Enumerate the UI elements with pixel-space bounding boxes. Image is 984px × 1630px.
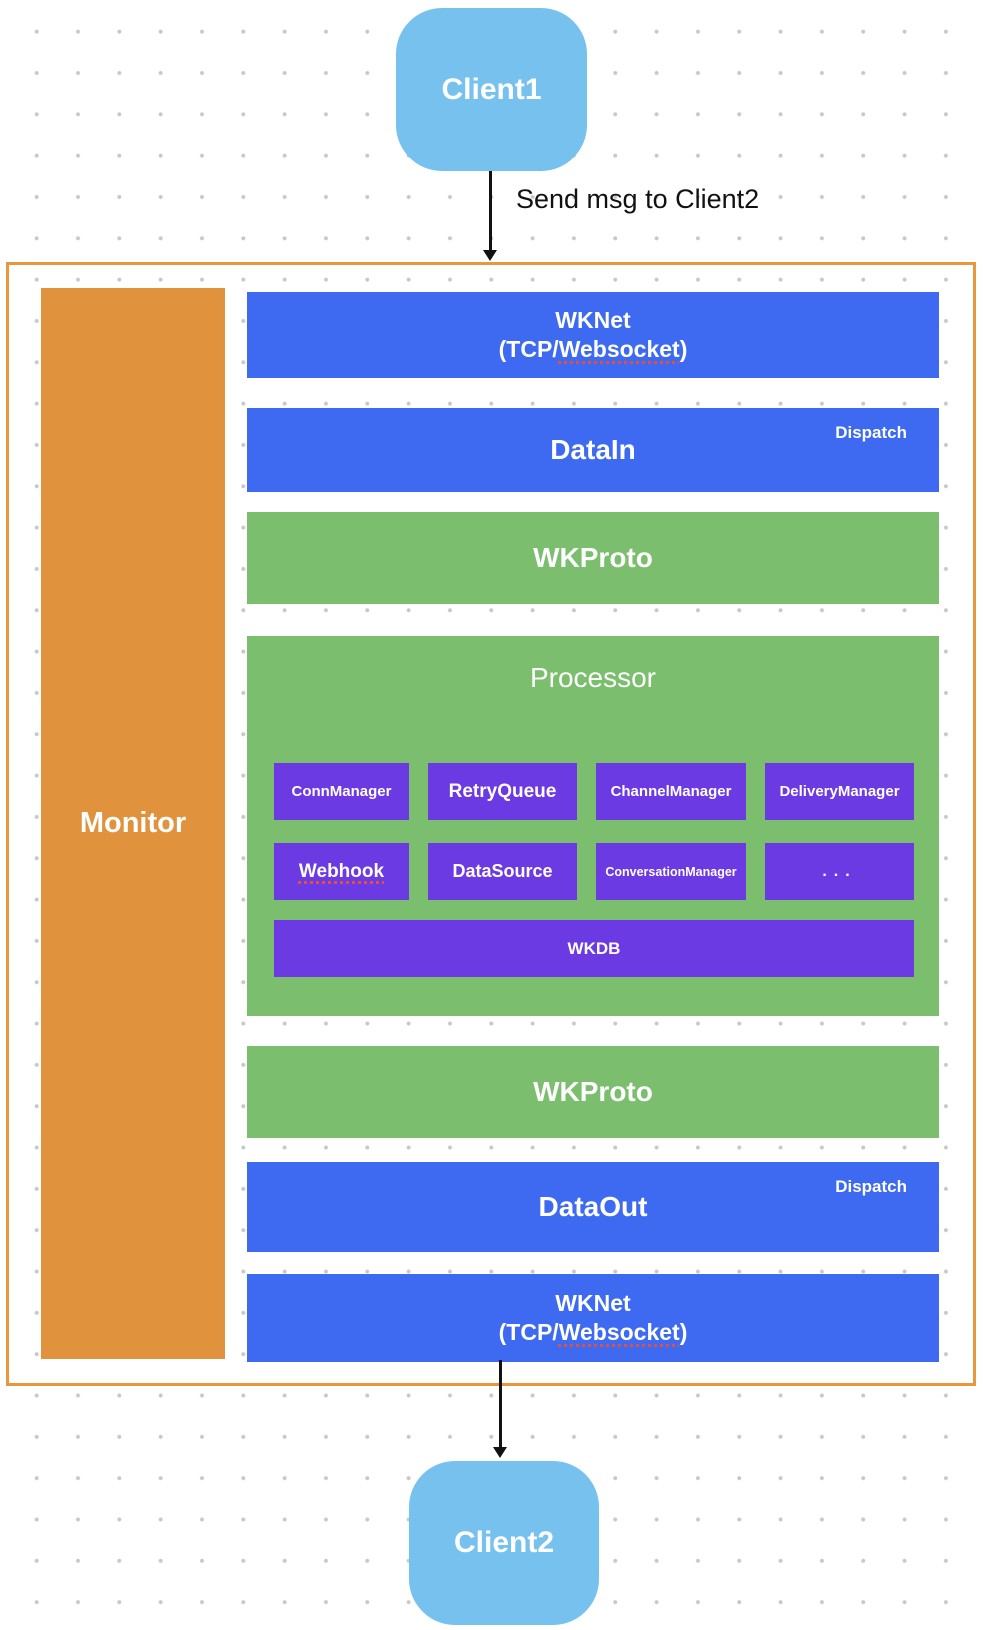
processor-title: Processor [529,662,657,693]
module-channelmanager: ChannelManager [596,763,746,820]
monitor-label: Monitor [79,807,187,839]
module-webhook: Webhook [274,843,409,900]
wknet-in-paren-close: ) [679,336,688,362]
module-connmanager-label: ConnManager [291,783,392,800]
wknet-in-title: WKNet [555,307,631,334]
arrow-server-to-client2 [499,1360,502,1448]
node-client1: Client1 [396,8,587,171]
wknet-out-websocket-word: Websocket [558,1319,680,1345]
wknet-out-subtitle: (TCP/Websocket) [499,1318,688,1347]
dataout-label: DataOut [538,1191,648,1222]
wknet-in-subtitle: (TCP/Websocket) [499,335,688,364]
module-datasource: DataSource [428,843,577,900]
module-wkdb-label: WKDB [567,938,621,958]
dataout-dispatch-badge: Dispatch [835,1177,907,1196]
module-wkdb: WKDB [274,920,914,977]
node-client1-label: Client1 [441,72,542,106]
module-deliverymanager: DeliveryManager [765,763,914,820]
edge-label: Send msg to Client2 [516,184,760,214]
module-connmanager: ConnManager [274,763,409,820]
wknet-out-title: WKNet [555,1290,631,1317]
module-conversationmanager: ConversationManager [596,843,746,900]
layer-dataout: Dispatch DataOut [247,1162,939,1252]
wknet-out-paren-close: ) [679,1319,688,1345]
datain-dispatch-badge: Dispatch [835,423,907,442]
layer-wknet-out: WKNet (TCP/Websocket) [247,1274,939,1362]
module-webhook-label: Webhook [298,860,385,882]
node-client2: Client2 [409,1461,599,1625]
layer-wknet-in: WKNet (TCP/Websocket) [247,292,939,378]
module-conversationmanager-label: ConversationManager [605,864,737,879]
wkproto-out-label: WKProto [533,1076,653,1107]
server-container [6,262,976,1386]
processor-block: Processor ConnManager RetryQueue Channel… [247,636,939,1016]
module-retryqueue-label: RetryQueue [448,780,557,802]
wkproto-in-label: WKProto [533,542,653,573]
module-ellipsis-label: ... [822,862,857,880]
module-channelmanager-label: ChannelManager [610,783,732,800]
arrowhead-down-icon [493,1447,507,1458]
arrowhead-down-icon [483,250,497,261]
layer-datain: Dispatch DataIn [247,408,939,492]
processor-modules: ConnManager RetryQueue ChannelManager De… [274,763,915,977]
datain-label: DataIn [550,434,636,465]
module-retryqueue: RetryQueue [428,763,577,820]
node-client2-label: Client2 [453,1526,555,1559]
module-deliverymanager-label: DeliveryManager [779,783,900,800]
layer-wkproto-in: WKProto [247,512,939,604]
arrow-client1-to-server [489,171,492,251]
monitor-block: Monitor [41,288,225,1359]
wknet-out-paren-open: (TCP/ [498,1319,559,1345]
wknet-in-websocket-word: Websocket [558,336,680,362]
layer-wkproto-out: WKProto [247,1046,939,1138]
module-ellipsis: ... [765,843,914,900]
module-datasource-label: DataSource [452,861,553,881]
wknet-in-paren-open: (TCP/ [498,336,559,362]
